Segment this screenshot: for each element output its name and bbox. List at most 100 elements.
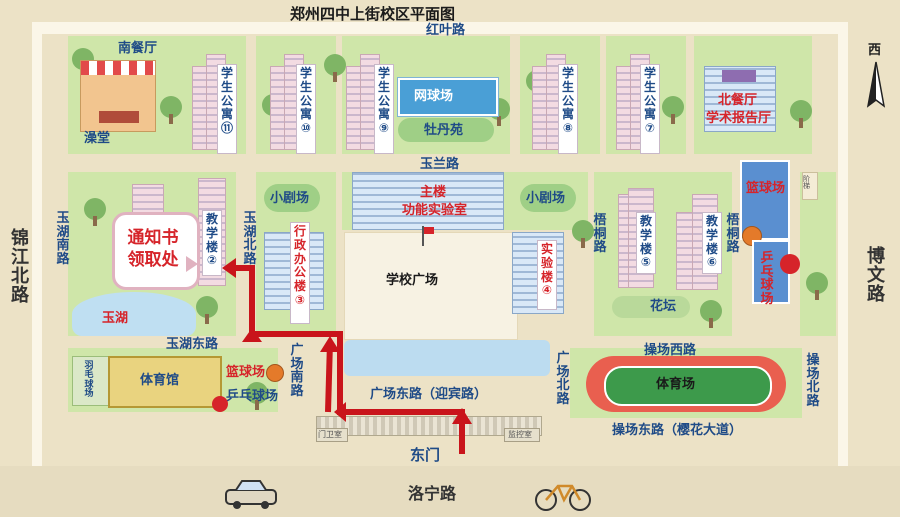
dorm10-label: 学生公寓⑩ bbox=[296, 64, 316, 154]
gate-bar bbox=[316, 416, 542, 436]
stadium-label: 体育场 bbox=[656, 377, 696, 392]
main-building-label: 主楼 bbox=[420, 185, 447, 200]
tree-icon bbox=[662, 96, 684, 124]
bicycle-icon bbox=[534, 480, 592, 512]
paddle-icon bbox=[780, 254, 800, 274]
south-canteen-label: 南餐厅 bbox=[118, 41, 158, 56]
lab4-label: 实验楼④ bbox=[537, 240, 557, 310]
compass-icon bbox=[858, 46, 894, 116]
flag-cloth bbox=[424, 227, 434, 234]
canteen-awning bbox=[81, 61, 155, 75]
road-wutong-right: 梧桐路 bbox=[726, 213, 740, 256]
teach2-label: 教学楼② bbox=[202, 210, 222, 276]
north-canteen-label: 北餐厅 bbox=[718, 93, 758, 108]
guard-room-label: 门卫室 bbox=[318, 430, 342, 439]
tree-icon bbox=[700, 300, 722, 328]
school-plaza bbox=[344, 232, 518, 340]
notice-callout-pointer bbox=[186, 256, 198, 272]
road-playground-north: 操场北路 bbox=[806, 353, 820, 409]
badminton-label: 羽毛球场 bbox=[84, 361, 94, 400]
grass-plaza-band bbox=[344, 340, 550, 376]
dorm8-label: 学生公寓⑧ bbox=[558, 64, 578, 154]
road-yulan: 玉兰路 bbox=[420, 157, 460, 172]
small-theater-left bbox=[264, 184, 320, 212]
road-hongye: 红叶路 bbox=[426, 23, 466, 38]
peony-garden bbox=[398, 118, 494, 142]
road-playground-west: 操场西路 bbox=[644, 343, 697, 358]
main-building bbox=[352, 172, 504, 230]
flower-bed-label: 花坛 bbox=[650, 299, 677, 314]
tree-icon bbox=[790, 100, 812, 128]
monitor-room-label: 监控室 bbox=[508, 430, 532, 439]
tennis-label: 网球场 bbox=[414, 89, 454, 104]
road-plaza-south: 广场南路 bbox=[290, 343, 304, 399]
dorm9-label: 学生公寓⑨ bbox=[374, 64, 394, 154]
road-wutong-left: 梧桐路 bbox=[593, 213, 607, 256]
small-theater-left-label: 小剧场 bbox=[270, 191, 310, 206]
stadium-field bbox=[604, 366, 772, 406]
tree-icon bbox=[572, 220, 594, 248]
south-canteen-building bbox=[80, 60, 156, 132]
canteen-sign bbox=[99, 111, 139, 123]
plaza-label: 学校广场 bbox=[386, 273, 439, 288]
stairs-label: 阶梯 bbox=[803, 175, 810, 190]
tree-icon bbox=[806, 272, 828, 300]
tree-icon bbox=[160, 96, 182, 124]
road-luoning: 洛宁路 bbox=[408, 484, 457, 503]
road-yuhu-east: 玉湖东路 bbox=[166, 337, 219, 352]
north-canteen-building bbox=[704, 66, 776, 132]
admin-label: 行政办公楼③ bbox=[290, 222, 310, 324]
peony-label: 牡丹苑 bbox=[424, 123, 464, 138]
road-bowen: 博文路 bbox=[867, 246, 885, 305]
tree-icon bbox=[196, 296, 218, 324]
flag-pole bbox=[422, 226, 424, 246]
notice-callout-text: 通知书领取处 bbox=[127, 228, 179, 270]
function-lab-label: 功能实验室 bbox=[402, 203, 468, 218]
guard-room bbox=[316, 428, 348, 442]
bathhouse-label: 澡堂 bbox=[84, 131, 111, 146]
paddle-left-icon bbox=[212, 396, 228, 412]
gym-label: 体育馆 bbox=[140, 373, 180, 388]
road-plaza-east: 广场东路（迎宾路） bbox=[370, 387, 488, 402]
monitor-room bbox=[504, 428, 540, 442]
yuhu-label: 玉湖 bbox=[102, 311, 129, 326]
dorm11-label: 学生公寓⑪ bbox=[217, 64, 237, 154]
road-yuhu-north: 玉湖北路 bbox=[243, 211, 257, 267]
road-plaza-north: 广场北路 bbox=[556, 351, 570, 407]
road-playground-east: 操场东路（樱花大道） bbox=[612, 423, 743, 438]
road-jinjiang-north: 锦江北路 bbox=[11, 228, 29, 306]
small-theater-right-label: 小剧场 bbox=[526, 191, 566, 206]
car-icon bbox=[222, 478, 280, 510]
north-canteen-roof bbox=[722, 70, 756, 82]
basketball-right-label: 篮球场 bbox=[746, 181, 786, 196]
flower-bed bbox=[612, 296, 690, 318]
pingpong-left-label: 乒乓球场 bbox=[226, 389, 279, 404]
small-theater-right bbox=[520, 184, 576, 212]
road-band-right bbox=[838, 22, 848, 477]
basketball-left-icon bbox=[266, 364, 284, 382]
luoning-road-surface bbox=[0, 466, 900, 517]
dorm7-label: 学生公寓⑦ bbox=[640, 64, 660, 154]
gym-building bbox=[108, 356, 222, 408]
road-yuhu-south: 玉湖南路 bbox=[56, 211, 70, 267]
pingpong-right-label: 乒乓球场 bbox=[760, 251, 774, 307]
teach5-label: 教学楼⑤ bbox=[636, 212, 656, 274]
tree-icon bbox=[246, 382, 268, 410]
road-band-top bbox=[32, 22, 848, 34]
east-gate-label: 东门 bbox=[410, 446, 441, 464]
notice-callout bbox=[112, 212, 200, 290]
basketball-left-label: 篮球场 bbox=[226, 365, 266, 380]
tree-icon bbox=[324, 54, 346, 82]
lecture-hall-label: 学术报告厅 bbox=[706, 111, 772, 126]
flag-icon bbox=[420, 226, 436, 246]
compass-label: 西 bbox=[868, 43, 882, 58]
tree-icon bbox=[84, 198, 106, 226]
map-title: 郑州四中上街校区平面图 bbox=[290, 5, 456, 23]
road-band-left bbox=[32, 22, 42, 477]
teach6-label: 教学楼⑥ bbox=[702, 212, 722, 274]
yuhu-lake bbox=[72, 292, 196, 336]
stairs-marker bbox=[802, 172, 818, 200]
tennis-court bbox=[398, 78, 498, 116]
